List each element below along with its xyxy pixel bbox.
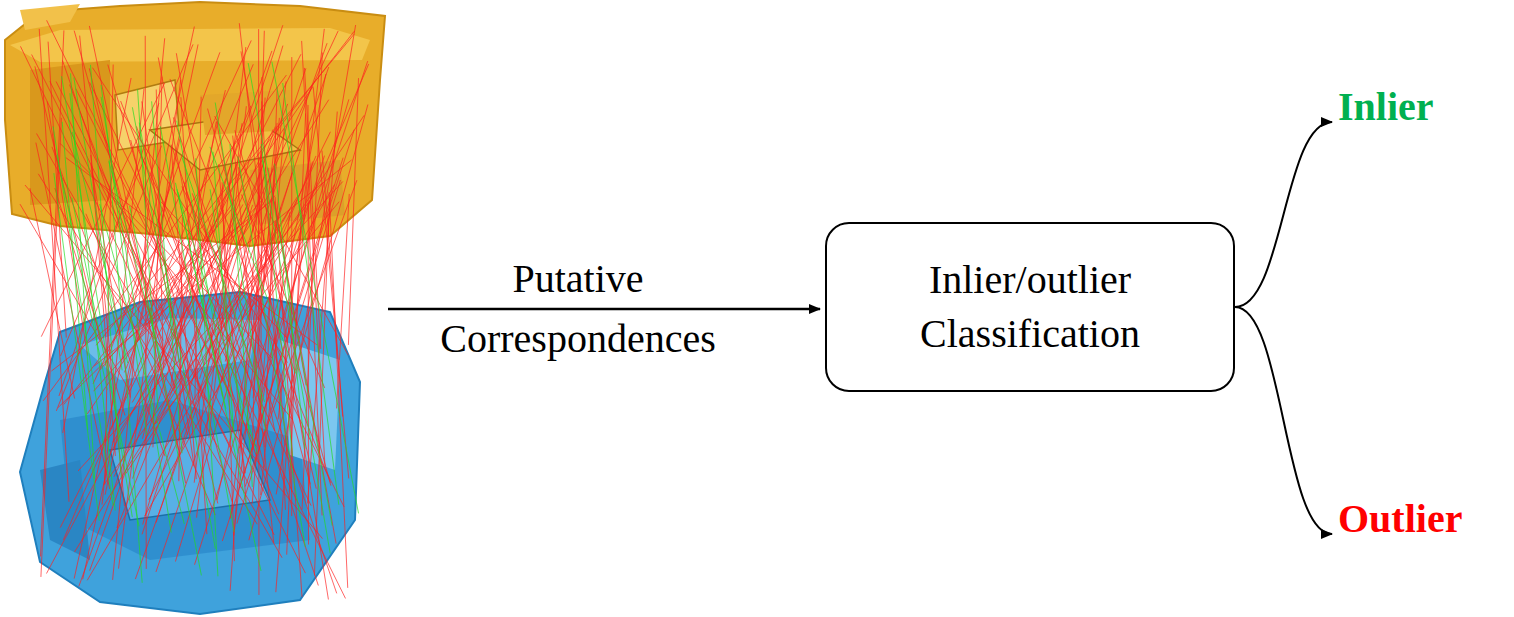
correspondence-line xyxy=(93,40,251,383)
target-point-cloud xyxy=(20,292,360,614)
correspondence-line xyxy=(182,157,265,402)
result-text: Inlier xyxy=(1338,80,1434,134)
correspondence-line xyxy=(62,76,133,517)
correspondence-line xyxy=(308,112,338,504)
correspondence-line xyxy=(217,208,281,500)
curved-arrow xyxy=(1235,122,1332,307)
correspondence-line xyxy=(171,147,196,479)
correspondence-line xyxy=(60,143,272,358)
correspondence-line xyxy=(53,126,113,505)
correspondence-line xyxy=(101,85,147,435)
correspondence-line xyxy=(114,129,273,476)
curved-arrow xyxy=(1235,307,1332,534)
correspondence-line xyxy=(90,82,346,598)
correspondence-line xyxy=(152,101,182,453)
correspondence-line xyxy=(56,82,305,574)
correspondence-line xyxy=(35,66,101,341)
process-box: Inlier/outlier Classification xyxy=(825,222,1235,392)
input-arrow xyxy=(388,308,820,311)
correspondence-line xyxy=(329,192,348,588)
correspondence-line xyxy=(213,152,233,428)
correspondence-line xyxy=(261,144,292,457)
correspondence-line xyxy=(79,51,272,586)
correspondence-line xyxy=(261,77,262,421)
arrow-label: Putative Correspondences xyxy=(408,249,748,369)
result-text: Outlier xyxy=(1338,492,1462,546)
correspondence-line xyxy=(337,194,350,408)
correspondence-line xyxy=(121,101,279,514)
box-text: Inlier/outlier Classification xyxy=(849,253,1211,361)
correspondence-line xyxy=(230,144,252,487)
correspondence-line xyxy=(234,81,286,535)
correspondence-line xyxy=(177,189,261,571)
correspondence-line xyxy=(348,78,358,345)
correspondence-lines xyxy=(20,20,369,599)
correspondence-line xyxy=(100,204,185,524)
correspondence-line xyxy=(72,132,128,363)
correspondence-line xyxy=(272,62,359,514)
correspondence-line xyxy=(62,122,88,430)
correspondence-line xyxy=(101,97,171,533)
correspondence-line xyxy=(178,192,258,454)
correspondence-line xyxy=(32,55,275,535)
correspondence-line xyxy=(113,38,165,580)
correspondence-line xyxy=(276,25,355,494)
correspondence-line xyxy=(61,44,193,356)
correspondence-line xyxy=(238,156,305,547)
correspondence-line xyxy=(248,63,332,526)
result-label: Outlier xyxy=(1336,490,1464,578)
correspondence-line xyxy=(215,103,266,431)
correspondence-line xyxy=(41,118,62,577)
correspondence-line xyxy=(139,123,215,549)
result-label: Inlier xyxy=(1336,78,1436,166)
correspondence-line xyxy=(72,198,139,527)
correspondence-line xyxy=(210,147,296,374)
correspondence-line xyxy=(313,87,348,478)
correspondence-line xyxy=(54,173,99,521)
correspondence-line xyxy=(177,121,238,454)
correspondence-line xyxy=(132,107,179,363)
correspondence-line xyxy=(283,83,339,505)
correspondence-line xyxy=(196,158,218,576)
correspondence-line xyxy=(275,164,305,449)
